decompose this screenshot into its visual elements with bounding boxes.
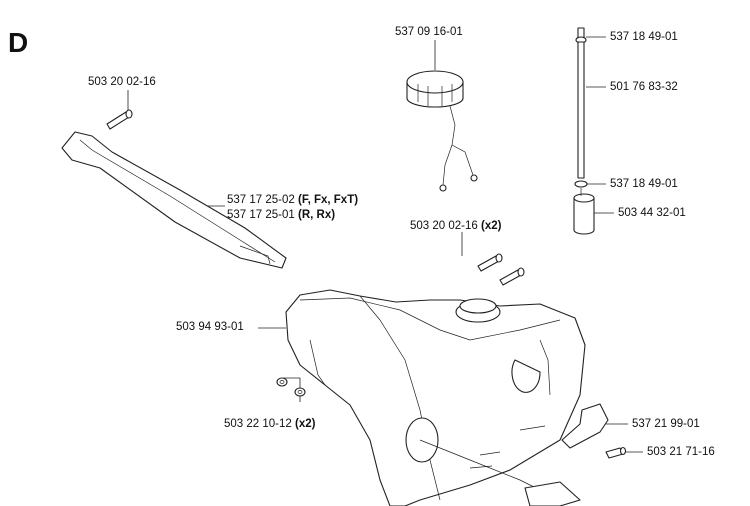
tank-housing: [285, 289, 586, 506]
nuts-pair: [276, 377, 306, 397]
part-label-fuel-filter: 503 44 32-01: [618, 207, 686, 219]
fuel-cap: [406, 70, 478, 192]
fuel-line-assembly: [573, 27, 595, 235]
part-label-fuel-line: 501 76 83-32: [610, 81, 678, 93]
part-label-bracket-screw: 503 21 71-16: [647, 446, 715, 458]
part-label-bracket: 537 21 99-01: [632, 418, 700, 430]
part-label-screw-top: 503 20 02-16: [88, 76, 156, 88]
part-label-screws-pair: 503 20 02-16 (x2): [410, 220, 502, 232]
handle-cover: [61, 131, 287, 269]
screw-top-left: [106, 109, 133, 130]
part-label-fuel-cap: 537 09 16-01: [395, 26, 463, 38]
screws-pair: [477, 253, 525, 286]
bracket-right: [561, 403, 627, 459]
part-label-handle-a: 537 17 25-02 (F, Fx, FxT): [227, 194, 359, 206]
part-label-handle-b: 537 17 25-01 (R, Rx): [227, 209, 336, 221]
part-label-tank-housing: 503 94 93-01: [176, 321, 244, 333]
part-label-grommet-top: 537 18 49-01: [610, 31, 678, 43]
part-label-nuts: 503 22 10-12 (x2): [224, 418, 316, 430]
part-label-grommet-bottom: 537 18 49-01: [610, 178, 678, 190]
section-letter: D: [8, 27, 29, 58]
